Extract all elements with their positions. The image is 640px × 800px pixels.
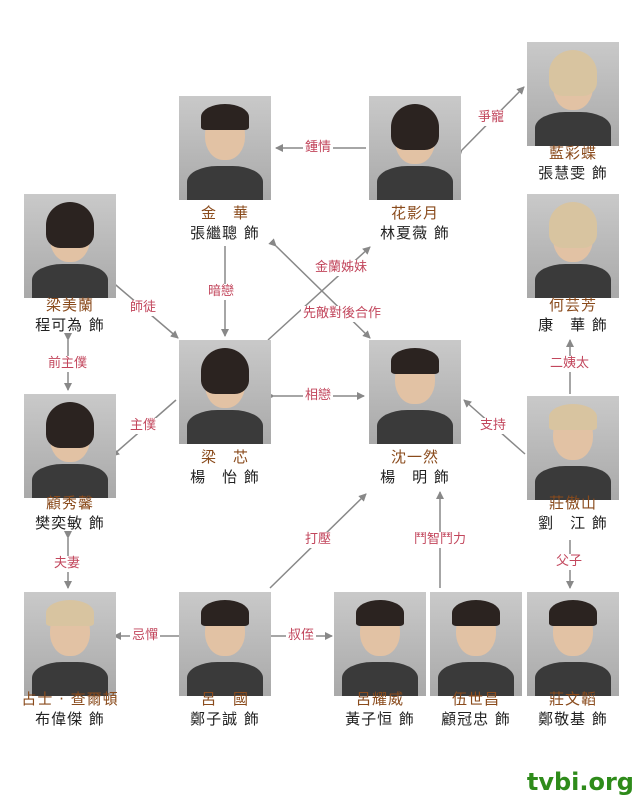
- portrait-liang-xin: [179, 340, 271, 444]
- actor-name-liang-meilan: 程可為 飾: [35, 316, 105, 334]
- character-name-zhuang-wentao: 莊文韜: [548, 690, 597, 708]
- character-name-jin-hua: 金 華: [200, 204, 249, 222]
- actor-name-he-yunfang: 康 華 飾: [538, 316, 608, 334]
- character-name-liang-meilan: 梁美蘭: [45, 296, 94, 314]
- portrait-wu-shichang: [430, 592, 522, 696]
- character-name-james: 占士 · 查爾頓: [21, 690, 119, 708]
- character-name-wu-shichang: 伍世昌: [451, 690, 500, 708]
- portrait-james: [24, 592, 116, 696]
- portrait-liang-meilan: [24, 194, 116, 298]
- relation-label-shi-tu: 師徒: [128, 300, 159, 316]
- actor-name-wu-shichang: 顧冠忠 飾: [441, 710, 511, 728]
- character-name-shen-yiran: 沈一然: [390, 448, 439, 466]
- character-name-lu-yaowei: 呂耀威: [355, 690, 404, 708]
- portrait-lu-yaowei: [334, 592, 426, 696]
- portrait-shen-yiran: [369, 340, 461, 444]
- actor-name-zhuang-aoshan: 劉 江 飾: [538, 514, 608, 532]
- relation-label-jinlan-zimei: 金蘭姊妹: [313, 260, 370, 276]
- relation-label-zhu-pu: 主僕: [128, 418, 159, 434]
- arrow-xian-di-hou-he: [268, 238, 371, 339]
- relation-label-zheng-chong: 爭寵: [476, 110, 507, 126]
- relation-label-fu-qi: 夫妻: [52, 556, 83, 572]
- character-name-lan-caidie: 藍彩蝶: [548, 144, 597, 162]
- relation-label-da-ya: 打壓: [303, 532, 334, 548]
- actor-name-lan-caidie: 張慧雯 飾: [538, 164, 608, 182]
- portrait-jin-hua: [179, 96, 271, 200]
- relation-label-qian-zhu-pu: 前主僕: [46, 356, 90, 372]
- portrait-zhuang-aoshan: [527, 396, 619, 500]
- relation-label-zhong-qing: 鍾情: [303, 140, 334, 156]
- character-name-zhuang-aoshan: 莊傲山: [548, 494, 597, 512]
- character-name-hua-yingyue: 花影月: [390, 204, 439, 222]
- actor-name-zhuang-wentao: 鄭敬基 飾: [538, 710, 608, 728]
- portrait-lu-guo: [179, 592, 271, 696]
- portrait-lan-caidie: [527, 42, 619, 146]
- relation-label-zhi-chi: 支持: [478, 418, 509, 434]
- portrait-hua-yingyue: [369, 96, 461, 200]
- actor-name-shen-yiran: 楊 明 飾: [380, 468, 450, 486]
- actor-name-jin-hua: 張繼聰 飾: [190, 224, 260, 242]
- watermark: tvbi.org: [526, 768, 634, 796]
- actor-name-gu-xiuxin: 樊奕敏 飾: [35, 514, 105, 532]
- relation-label-an-lian: 暗戀: [206, 284, 237, 300]
- relation-label-fu-zi: 父子: [554, 554, 585, 570]
- portrait-he-yunfang: [527, 194, 619, 298]
- relation-label-dou-zhi-dou-li: 鬥智鬥力: [412, 532, 469, 548]
- character-name-lu-guo: 呂 國: [200, 690, 249, 708]
- character-name-gu-xiuxin: 顧秀馨: [45, 494, 94, 512]
- portrait-gu-xiuxin: [24, 394, 116, 498]
- relation-label-shu-zhi: 叔侄: [286, 628, 317, 644]
- character-name-liang-xin: 梁 芯: [200, 448, 249, 466]
- character-name-he-yunfang: 何芸芳: [548, 296, 597, 314]
- actor-name-liang-xin: 楊 怡 飾: [190, 468, 260, 486]
- relation-label-xian-di-hou-he: 先敵對後合作: [301, 306, 384, 322]
- relation-label-ji-dan: 忌憚: [130, 628, 161, 644]
- actor-name-james: 布偉傑 飾: [35, 710, 105, 728]
- actor-name-lu-guo: 鄭子誠 飾: [190, 710, 260, 728]
- actor-name-hua-yingyue: 林夏薇 飾: [380, 224, 450, 242]
- relation-label-er-yi-tai: 二姨太: [548, 356, 592, 372]
- relation-label-xiang-lian: 相戀: [303, 388, 334, 404]
- actor-name-lu-yaowei: 黃子恒 飾: [345, 710, 415, 728]
- portrait-zhuang-wentao: [527, 592, 619, 696]
